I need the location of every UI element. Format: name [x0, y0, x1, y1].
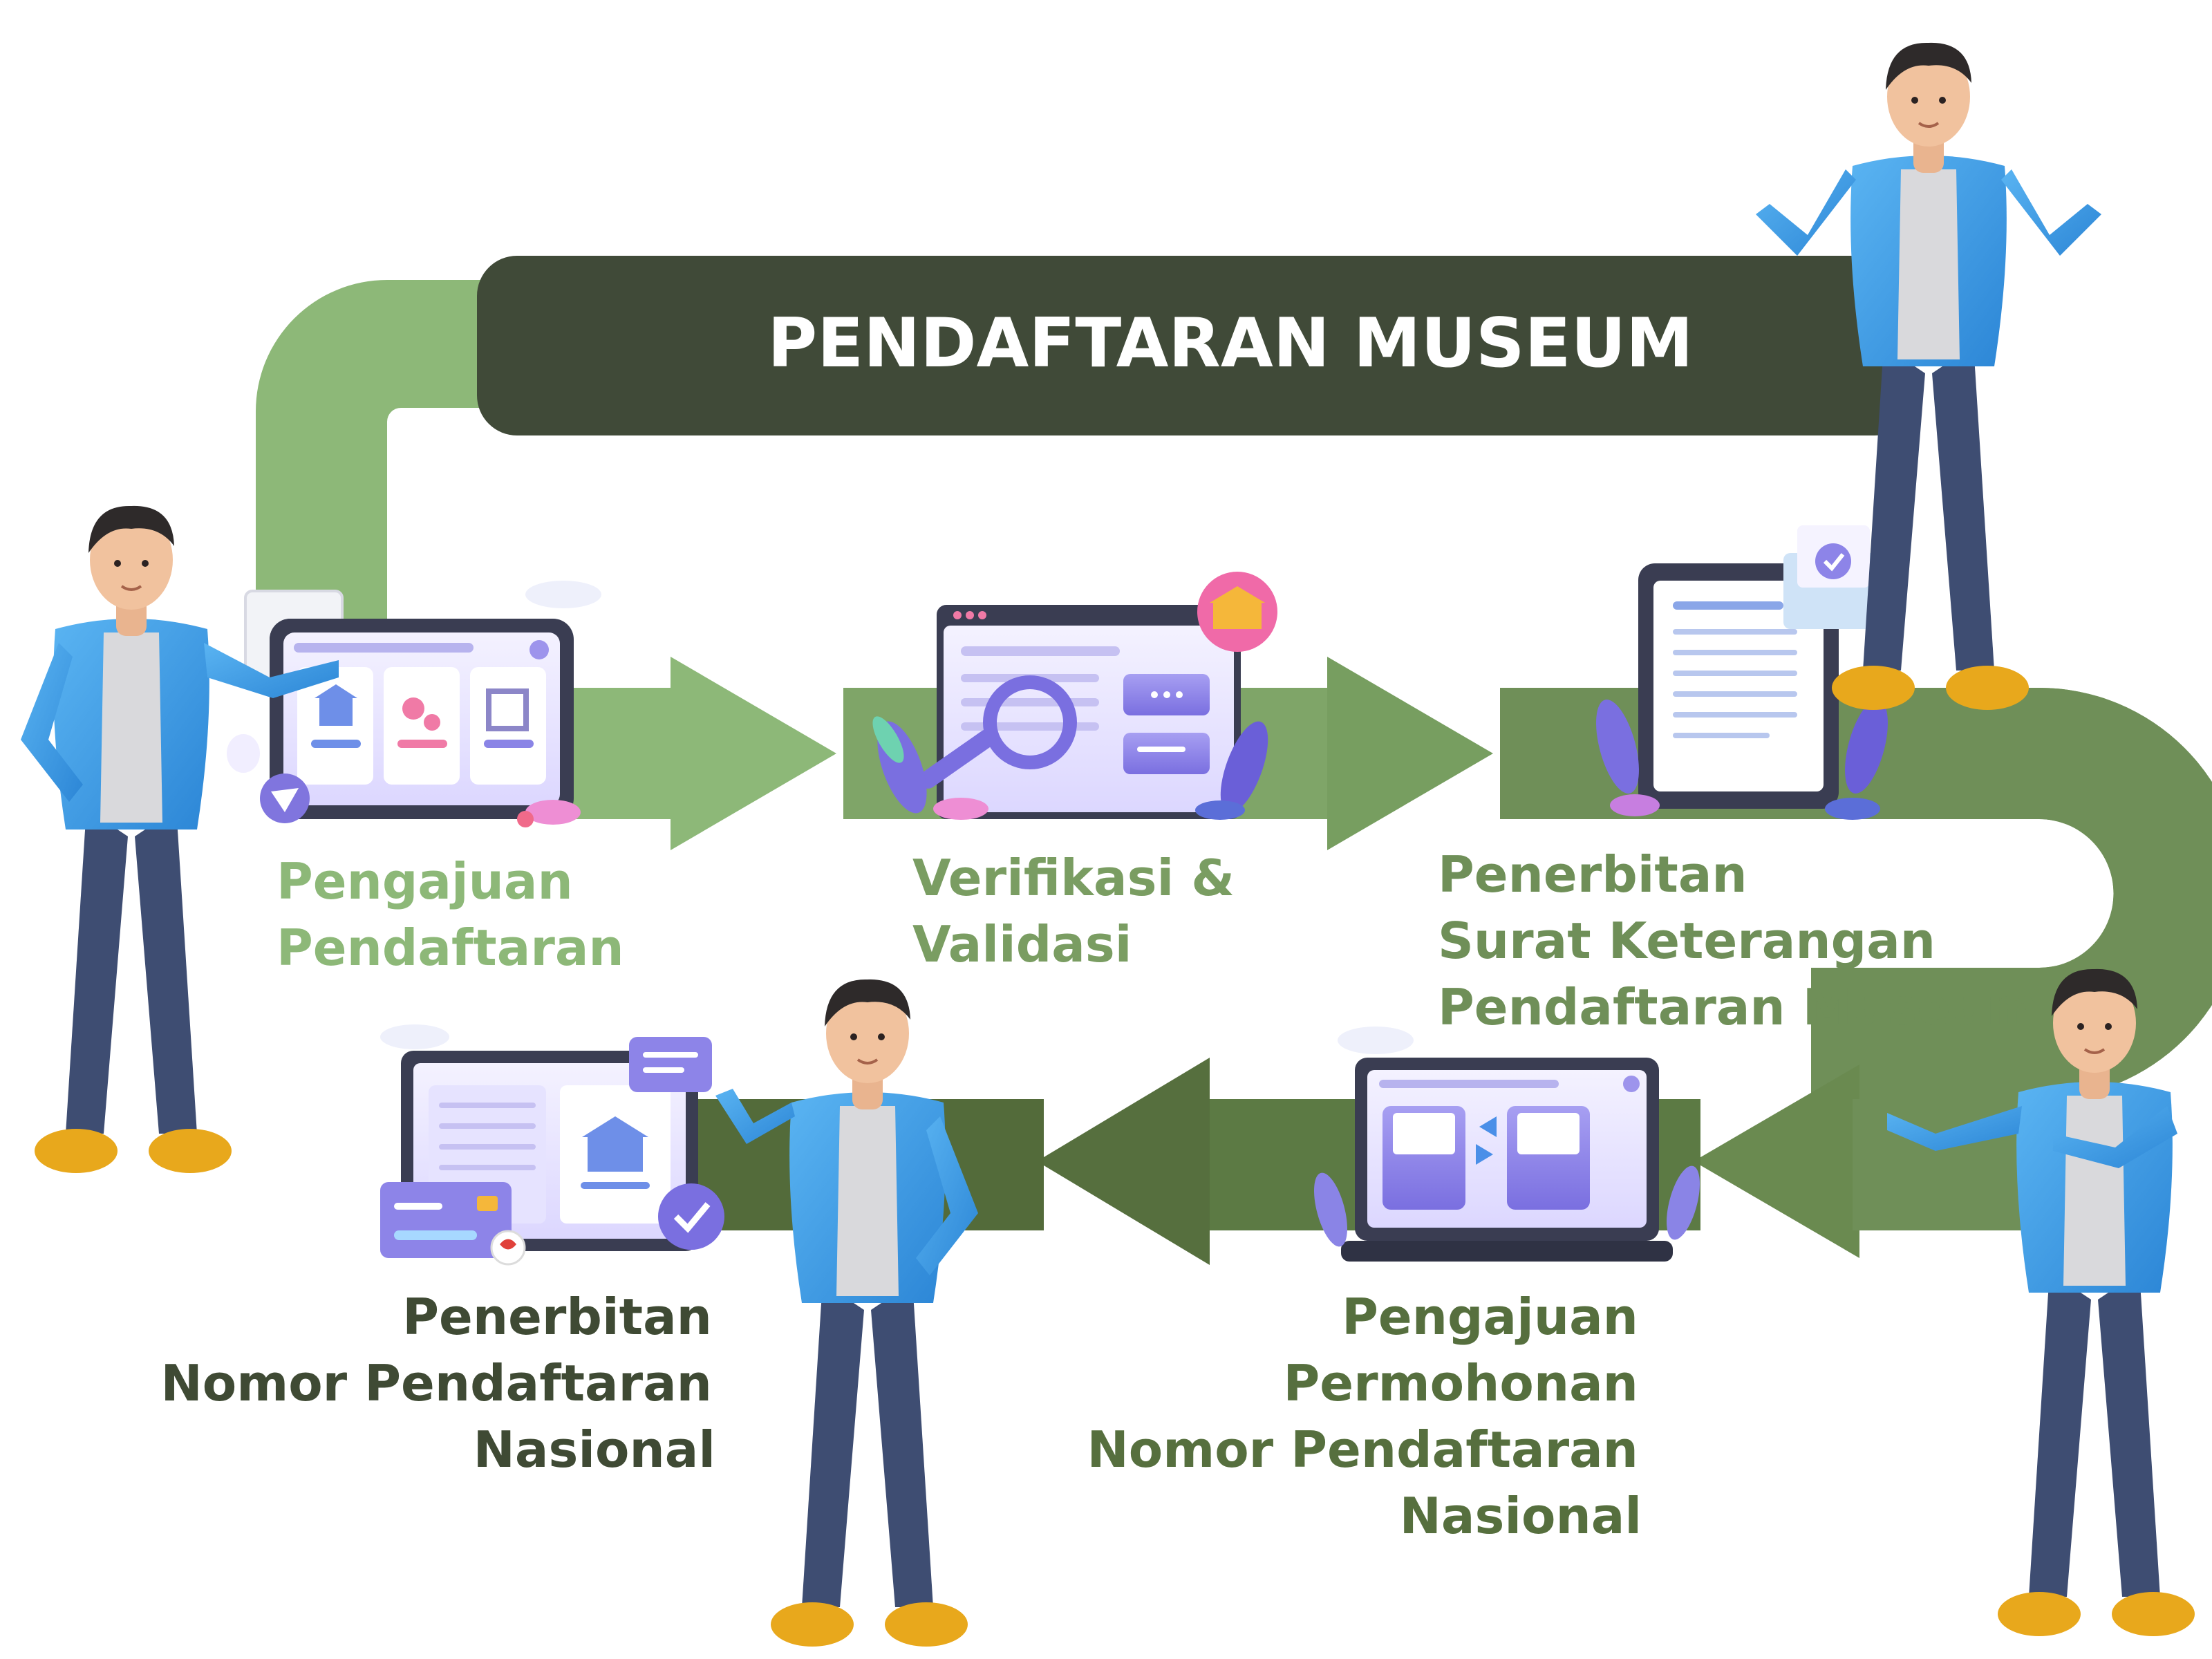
check-icon	[1815, 543, 1851, 579]
step-4-line-1: Pengajuan	[1342, 1288, 1638, 1346]
device-certificate	[1596, 525, 1888, 820]
card-gear	[384, 667, 460, 785]
step-1-label: Pengajuan Pendaftaran	[276, 852, 624, 977]
step-2-line-1: Verifikasi &	[912, 849, 1235, 907]
arc-top-left	[256, 280, 484, 691]
bulb-icon	[227, 734, 260, 773]
transfer-arrows-icon	[1476, 1116, 1497, 1165]
step-5-label: Penerbitan Nomor Pendaftaran Nasional	[160, 1288, 729, 1479]
verified-check-icon	[658, 1183, 724, 1250]
avatar-icon	[529, 640, 549, 659]
step-4-line-2: Permohonan	[1284, 1354, 1638, 1412]
qr-icon	[486, 688, 529, 731]
device-national-number	[380, 1024, 724, 1266]
step-3-line-3: Pendaftaran Museum	[1438, 978, 2038, 1036]
person-bottom-right	[1887, 968, 2195, 1636]
step-3-label: Penerbitan Surat Keterangan Pendaftaran …	[1438, 845, 2038, 1036]
device-application	[1314, 1027, 1700, 1262]
search-icon	[983, 675, 1077, 769]
gear-icon	[402, 697, 424, 720]
arrow-top-1	[671, 657, 836, 850]
chat-bubble-icon	[629, 1037, 712, 1092]
step-3-line-1: Penerbitan	[1438, 845, 1747, 903]
person-bottom-middle	[715, 979, 978, 1647]
device-verification	[872, 572, 1277, 820]
cloud-icon	[525, 581, 601, 608]
title-bar: PENDAFTARAN MUSEUM	[477, 256, 1915, 435]
step-5-line-1: Penerbitan	[402, 1288, 712, 1346]
arrow-top-2	[1327, 657, 1493, 850]
step-5-line-2: Nomor Pendaftaran	[160, 1354, 711, 1412]
step-1-line-2: Pendaftaran	[276, 919, 624, 977]
arrow-bottom-1	[1694, 1065, 1859, 1258]
step-labels: Pengajuan Pendaftaran Verifikasi & Valid…	[160, 845, 2038, 1545]
person-top-right	[1756, 42, 2101, 710]
person-left	[21, 505, 339, 1173]
page-title: PENDAFTARAN MUSEUM	[767, 304, 1693, 383]
device-submission	[227, 581, 601, 827]
step-4-line-3: Nomor Pendaftaran	[1087, 1421, 1638, 1479]
step-5-line-3: Nasional	[474, 1421, 715, 1479]
step-1-line-1: Pengajuan	[276, 852, 573, 910]
step-3-line-2: Surat Keterangan	[1438, 912, 1936, 970]
step-2-line-2: Validasi	[912, 915, 1132, 973]
people	[21, 42, 2195, 1647]
step-2-label: Verifikasi & Validasi	[912, 849, 1252, 973]
arrow-bottom-2	[1037, 1058, 1210, 1265]
museum-icon	[588, 1137, 643, 1172]
plant-right	[1220, 721, 1268, 814]
step-4-label: Pengajuan Permohonan Nomor Pendaftaran N…	[1087, 1288, 1656, 1545]
step-4-line-4: Nasional	[1400, 1487, 1642, 1545]
